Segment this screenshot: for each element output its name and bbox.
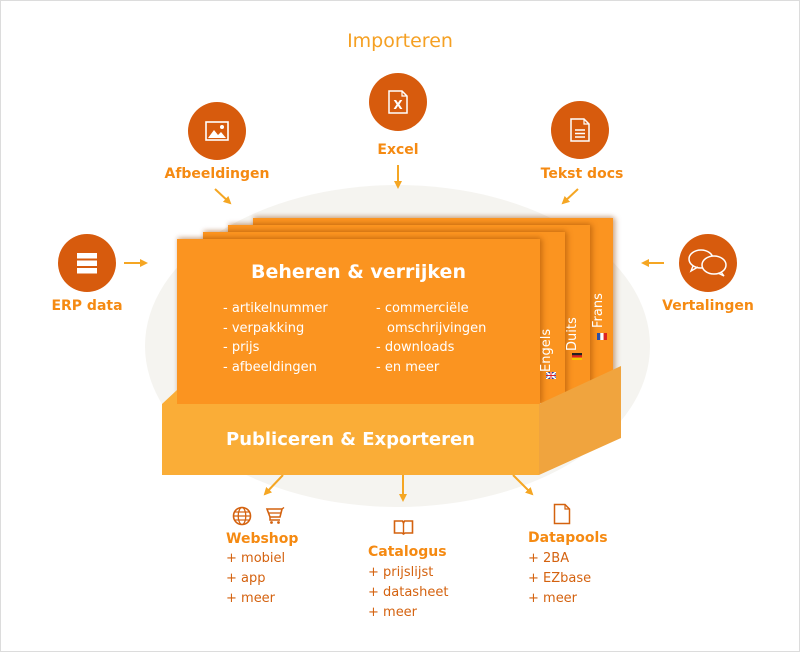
output-title-catalogus[interactable]: Catalogus	[368, 544, 447, 560]
core-title: Beheren & verrijken	[251, 261, 466, 283]
import-title: Importeren	[347, 30, 453, 52]
image-icon	[205, 121, 229, 141]
core-item: - en meer	[376, 359, 440, 375]
output-item: + datasheet	[368, 585, 449, 600]
webshop-list: + mobiel + app + meer	[226, 549, 285, 609]
core-item: omschrijvingen	[387, 320, 487, 336]
arrow-afbeeldingen	[214, 188, 232, 205]
core-item: - commerciële	[376, 301, 469, 316]
globe-icon	[232, 506, 252, 526]
output-item: + meer	[368, 605, 418, 620]
output-item: + app	[226, 571, 266, 586]
arrow-tekst	[561, 188, 579, 205]
database-icon	[77, 253, 97, 274]
tekst-docs-circle[interactable]	[551, 101, 609, 159]
core-item: - verpakking	[223, 320, 305, 336]
text-document-icon	[570, 118, 590, 142]
arrow-datapools	[512, 474, 534, 496]
output-item: + mobiel	[226, 551, 286, 566]
german-flag-icon	[572, 353, 582, 360]
core-right-list: - commerciële omschrijvingen - downloads…	[376, 299, 486, 377]
output-title-datapools[interactable]: Datapools	[528, 530, 608, 546]
afbeeldingen-label: Afbeeldingen	[164, 166, 270, 182]
output-item: + 2BA	[528, 551, 570, 566]
output-item: + prijslijst	[368, 565, 434, 580]
excel-label: Excel	[377, 142, 419, 158]
core-item: - downloads	[376, 340, 455, 355]
datapools-list: + 2BA + EZbase + meer	[528, 549, 591, 609]
output-item: + meer	[226, 591, 276, 606]
afbeeldingen-circle[interactable]	[188, 102, 246, 160]
output-item: + meer	[528, 591, 578, 606]
chat-bubbles-icon	[688, 249, 727, 277]
tekst-docs-label: Tekst docs	[540, 166, 624, 182]
vertalingen-label: Vertalingen	[662, 298, 754, 314]
catalogus-list: + prijslijst + datasheet + meer	[368, 563, 448, 623]
excel-file-icon: X	[388, 90, 408, 114]
excel-circle[interactable]: X	[369, 73, 427, 131]
vertalingen-circle[interactable]	[679, 234, 737, 292]
core-left-list: - artikelnummer - verpakking - prijs - a…	[223, 299, 328, 377]
core-item: - artikelnummer	[223, 301, 328, 316]
core-item: - afbeeldingen	[223, 359, 317, 375]
erp-label: ERP data	[51, 298, 123, 314]
book-icon	[393, 520, 414, 535]
output-title-webshop[interactable]: Webshop	[226, 531, 299, 547]
publish-box-front	[162, 390, 539, 475]
core-item: - prijs	[223, 340, 260, 355]
arrow-webshop	[263, 474, 284, 496]
publish-box-side	[539, 366, 621, 475]
output-item: + EZbase	[528, 571, 592, 586]
main-card[interactable]	[177, 239, 540, 404]
svg-text:X: X	[393, 98, 403, 112]
uk-flag-icon	[546, 372, 556, 379]
erp-circle[interactable]	[58, 234, 116, 292]
publish-label[interactable]: Publiceren & Exporteren	[226, 429, 475, 450]
file-icon	[553, 503, 571, 525]
shopping-cart-icon	[265, 507, 285, 524]
french-flag-icon	[597, 333, 607, 340]
